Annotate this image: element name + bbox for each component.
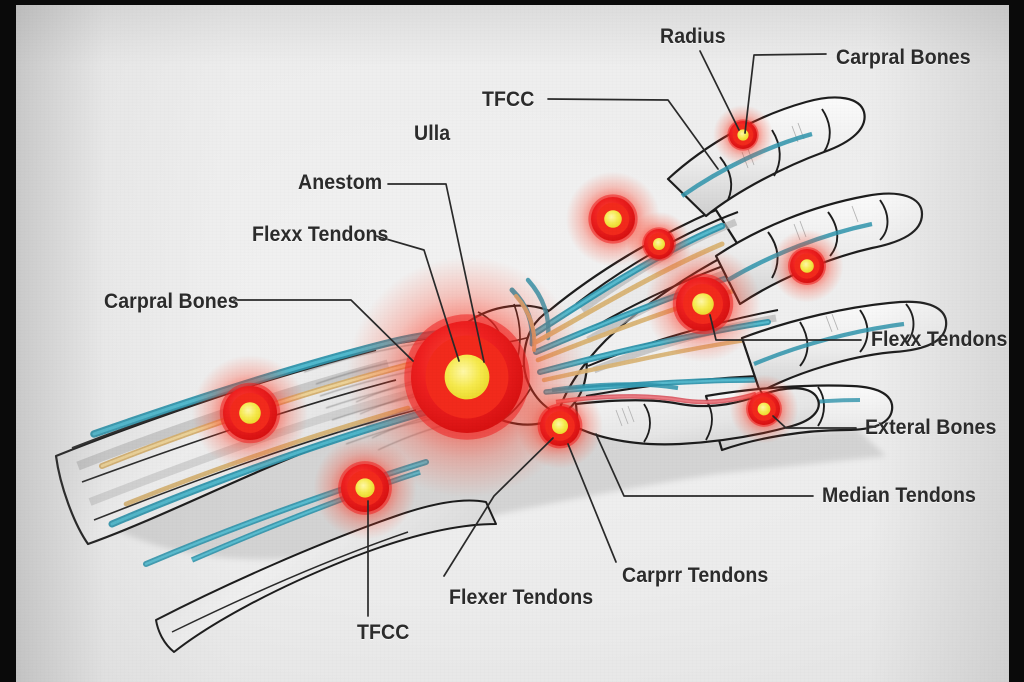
label-tfcc-top: TFCC (482, 88, 535, 111)
leader-median-tendons (595, 433, 814, 497)
hotspot-forearm-lower (313, 436, 417, 540)
hotspot-core (653, 238, 665, 250)
leader-carprr-tendons (567, 443, 617, 563)
label-flexx-tendons-l: Flexx Tendons (252, 223, 389, 246)
hotspot-core (692, 293, 714, 315)
hotspot-wrist-base (517, 383, 603, 469)
hotspot-core (355, 478, 375, 498)
leader-flexx-tendons-l (375, 235, 460, 362)
leader-flexx-tendons-r (709, 314, 862, 341)
leader-carpral-bones-l (233, 299, 414, 362)
leader-anestom (387, 183, 485, 363)
hotspot-core (444, 354, 490, 400)
leader-carpral-bones-tr (744, 53, 827, 134)
leader-tfcc-top (547, 98, 719, 170)
leader-exteral-bones (772, 415, 857, 429)
label-flexer-tendons: Flexer Tendons (449, 586, 594, 609)
pain-hotspots-group (191, 104, 844, 540)
frame-border-right (1009, 0, 1024, 682)
frame-border-left (0, 0, 16, 682)
label-carprr-tendons: Carprr Tendons (622, 564, 769, 587)
hotspot-core (239, 402, 261, 424)
hotspot-finger-middle (770, 229, 844, 303)
label-exteral-bones: Exteral Bones (865, 416, 997, 439)
hotspot-forearm-upper (191, 354, 309, 472)
frame-border-top (0, 0, 1024, 5)
label-carpral-bones-l: Carpral Bones (104, 290, 239, 313)
leader-radius (699, 50, 740, 131)
hotspot-core (604, 210, 622, 228)
pain-hotspot-layer (191, 104, 844, 540)
hotspot-core (552, 418, 568, 434)
hotspot-finger-index (712, 104, 774, 166)
hotspot-core (757, 402, 771, 416)
leader-line-layer (233, 50, 862, 617)
label-radius: Radius (660, 25, 726, 48)
label-anestom: Anestom (298, 171, 383, 194)
hotspot-thumb (729, 374, 799, 444)
leader-flexer-tendons (443, 437, 554, 577)
finger-ring (740, 300, 948, 394)
label-tfcc-bottom: TFCC (357, 621, 410, 644)
label-median-tendons: Median Tendons (822, 484, 976, 507)
hotspot-metacarpal-3 (644, 245, 762, 363)
label-ulla: Ulla (414, 122, 451, 145)
label-carpral-bones-tr: Carpral Bones (836, 46, 971, 69)
label-flexx-tendons-r: Flexx Tendons (871, 328, 1008, 351)
hotspot-core (800, 259, 814, 273)
leader-lines-group (233, 50, 862, 617)
